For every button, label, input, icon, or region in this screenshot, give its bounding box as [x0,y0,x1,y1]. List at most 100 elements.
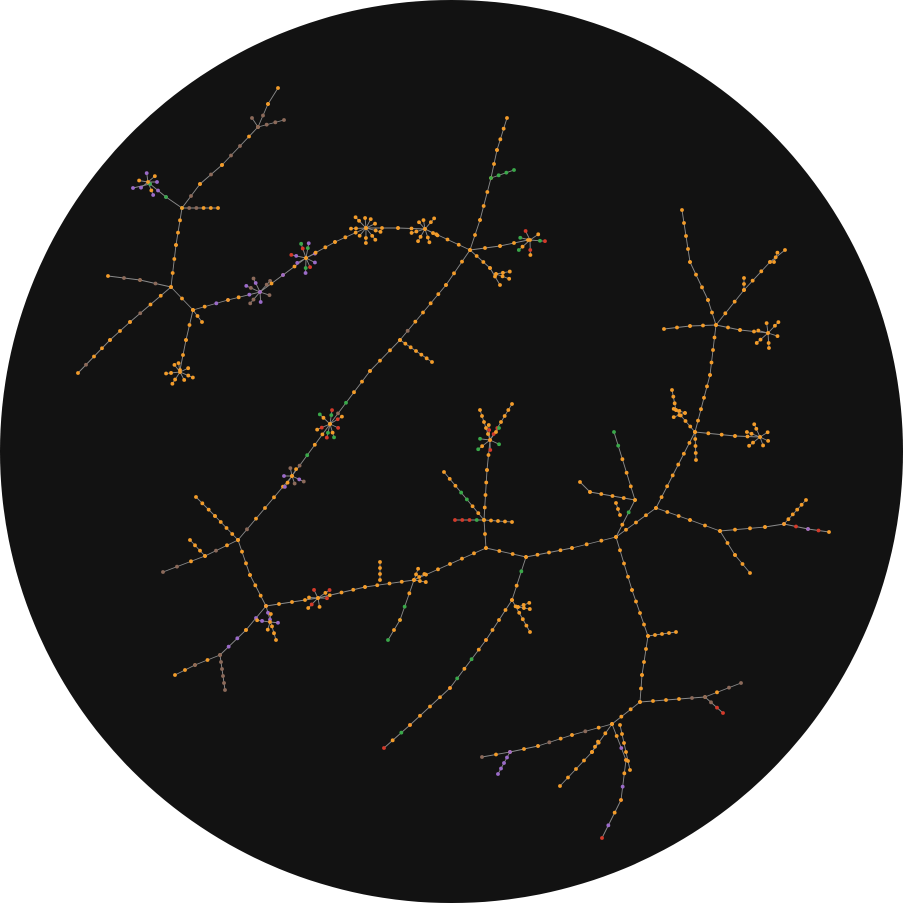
node-red [528,248,533,252]
node-orange [306,606,311,610]
node-brown [267,293,272,298]
node-purple [214,301,219,306]
node-orange [612,810,617,815]
node-orange [484,638,488,642]
edge [249,574,267,607]
edge [615,499,636,538]
node-orange [486,453,491,457]
node-orange [323,591,328,595]
node-brown [248,286,253,290]
node-orange [700,285,704,290]
node-orange [498,244,502,248]
node-orange [149,188,154,193]
node-purple [619,746,624,750]
node-purple [144,171,149,175]
node-orange [484,426,488,430]
node-orange [693,444,698,448]
edge [189,539,206,557]
node-orange [507,269,512,274]
node-orange [614,501,618,505]
node-orange [263,506,267,510]
node-orange [413,319,418,324]
node-orange [206,507,211,512]
node-orange [236,295,241,300]
node-orange [481,260,486,264]
node-brown [583,729,588,734]
hub-green,red,orange [528,238,532,242]
node-orange [498,283,502,287]
node-orange [705,384,709,389]
node-orange [528,253,533,257]
node-orange [396,226,400,230]
node-orange [194,495,198,499]
node-orange [240,549,244,554]
node-brown [209,172,213,177]
node-orange [570,546,574,550]
edge [655,507,691,521]
edge [329,370,371,425]
node-orange [676,462,681,467]
node-orange [236,538,240,542]
node-orange [470,504,475,509]
node-orange [453,483,458,488]
node-orange [633,498,637,502]
node-orange [425,235,430,240]
hub-green,red,orange [488,438,492,442]
edge [511,556,527,601]
node-brown [194,206,199,210]
edge [490,169,515,179]
node-orange [719,432,724,437]
node-brown [138,311,143,316]
node-red [488,448,493,452]
node-orange [619,714,624,719]
node-orange [416,566,421,571]
node-orange [682,221,686,225]
node-orange [482,420,486,424]
node-red [325,596,329,601]
node-orange [742,282,746,286]
node-orange [330,430,335,435]
hub-red,orange [316,596,320,600]
node-brown [221,674,225,678]
node-green [519,569,524,574]
node-orange [694,458,698,462]
node-brown [250,116,254,120]
node-orange [681,451,686,456]
node-orange [527,600,532,605]
edge [479,177,492,221]
node-orange [634,520,638,525]
node-brown [301,479,306,484]
node-purple [260,619,264,623]
node-orange [495,148,499,152]
node-orange [398,618,402,622]
node-green [476,447,481,452]
node-orange [452,271,456,276]
node-orange [517,610,522,615]
node-orange [100,346,104,351]
node-orange [378,229,383,234]
node-purple [294,254,299,258]
node-orange [178,218,182,223]
node-red [600,836,604,840]
hub-orange [758,435,762,439]
node-orange [428,220,433,225]
node-orange [628,707,633,712]
node-brown [282,118,286,122]
node-orange [248,573,252,577]
node-orange [169,285,173,289]
edge [175,207,183,246]
node-orange [476,647,481,652]
node-orange [428,301,433,306]
node-orange [747,443,752,448]
node-orange [182,378,187,382]
node-purple [281,273,285,277]
node-orange [748,526,752,531]
node-purple [620,784,625,789]
node-orange [354,226,358,231]
node-orange [505,116,509,120]
node-orange [765,430,770,435]
node-orange [431,231,435,235]
node-orange [195,314,200,318]
node-orange [639,686,643,691]
node-orange [265,627,270,632]
